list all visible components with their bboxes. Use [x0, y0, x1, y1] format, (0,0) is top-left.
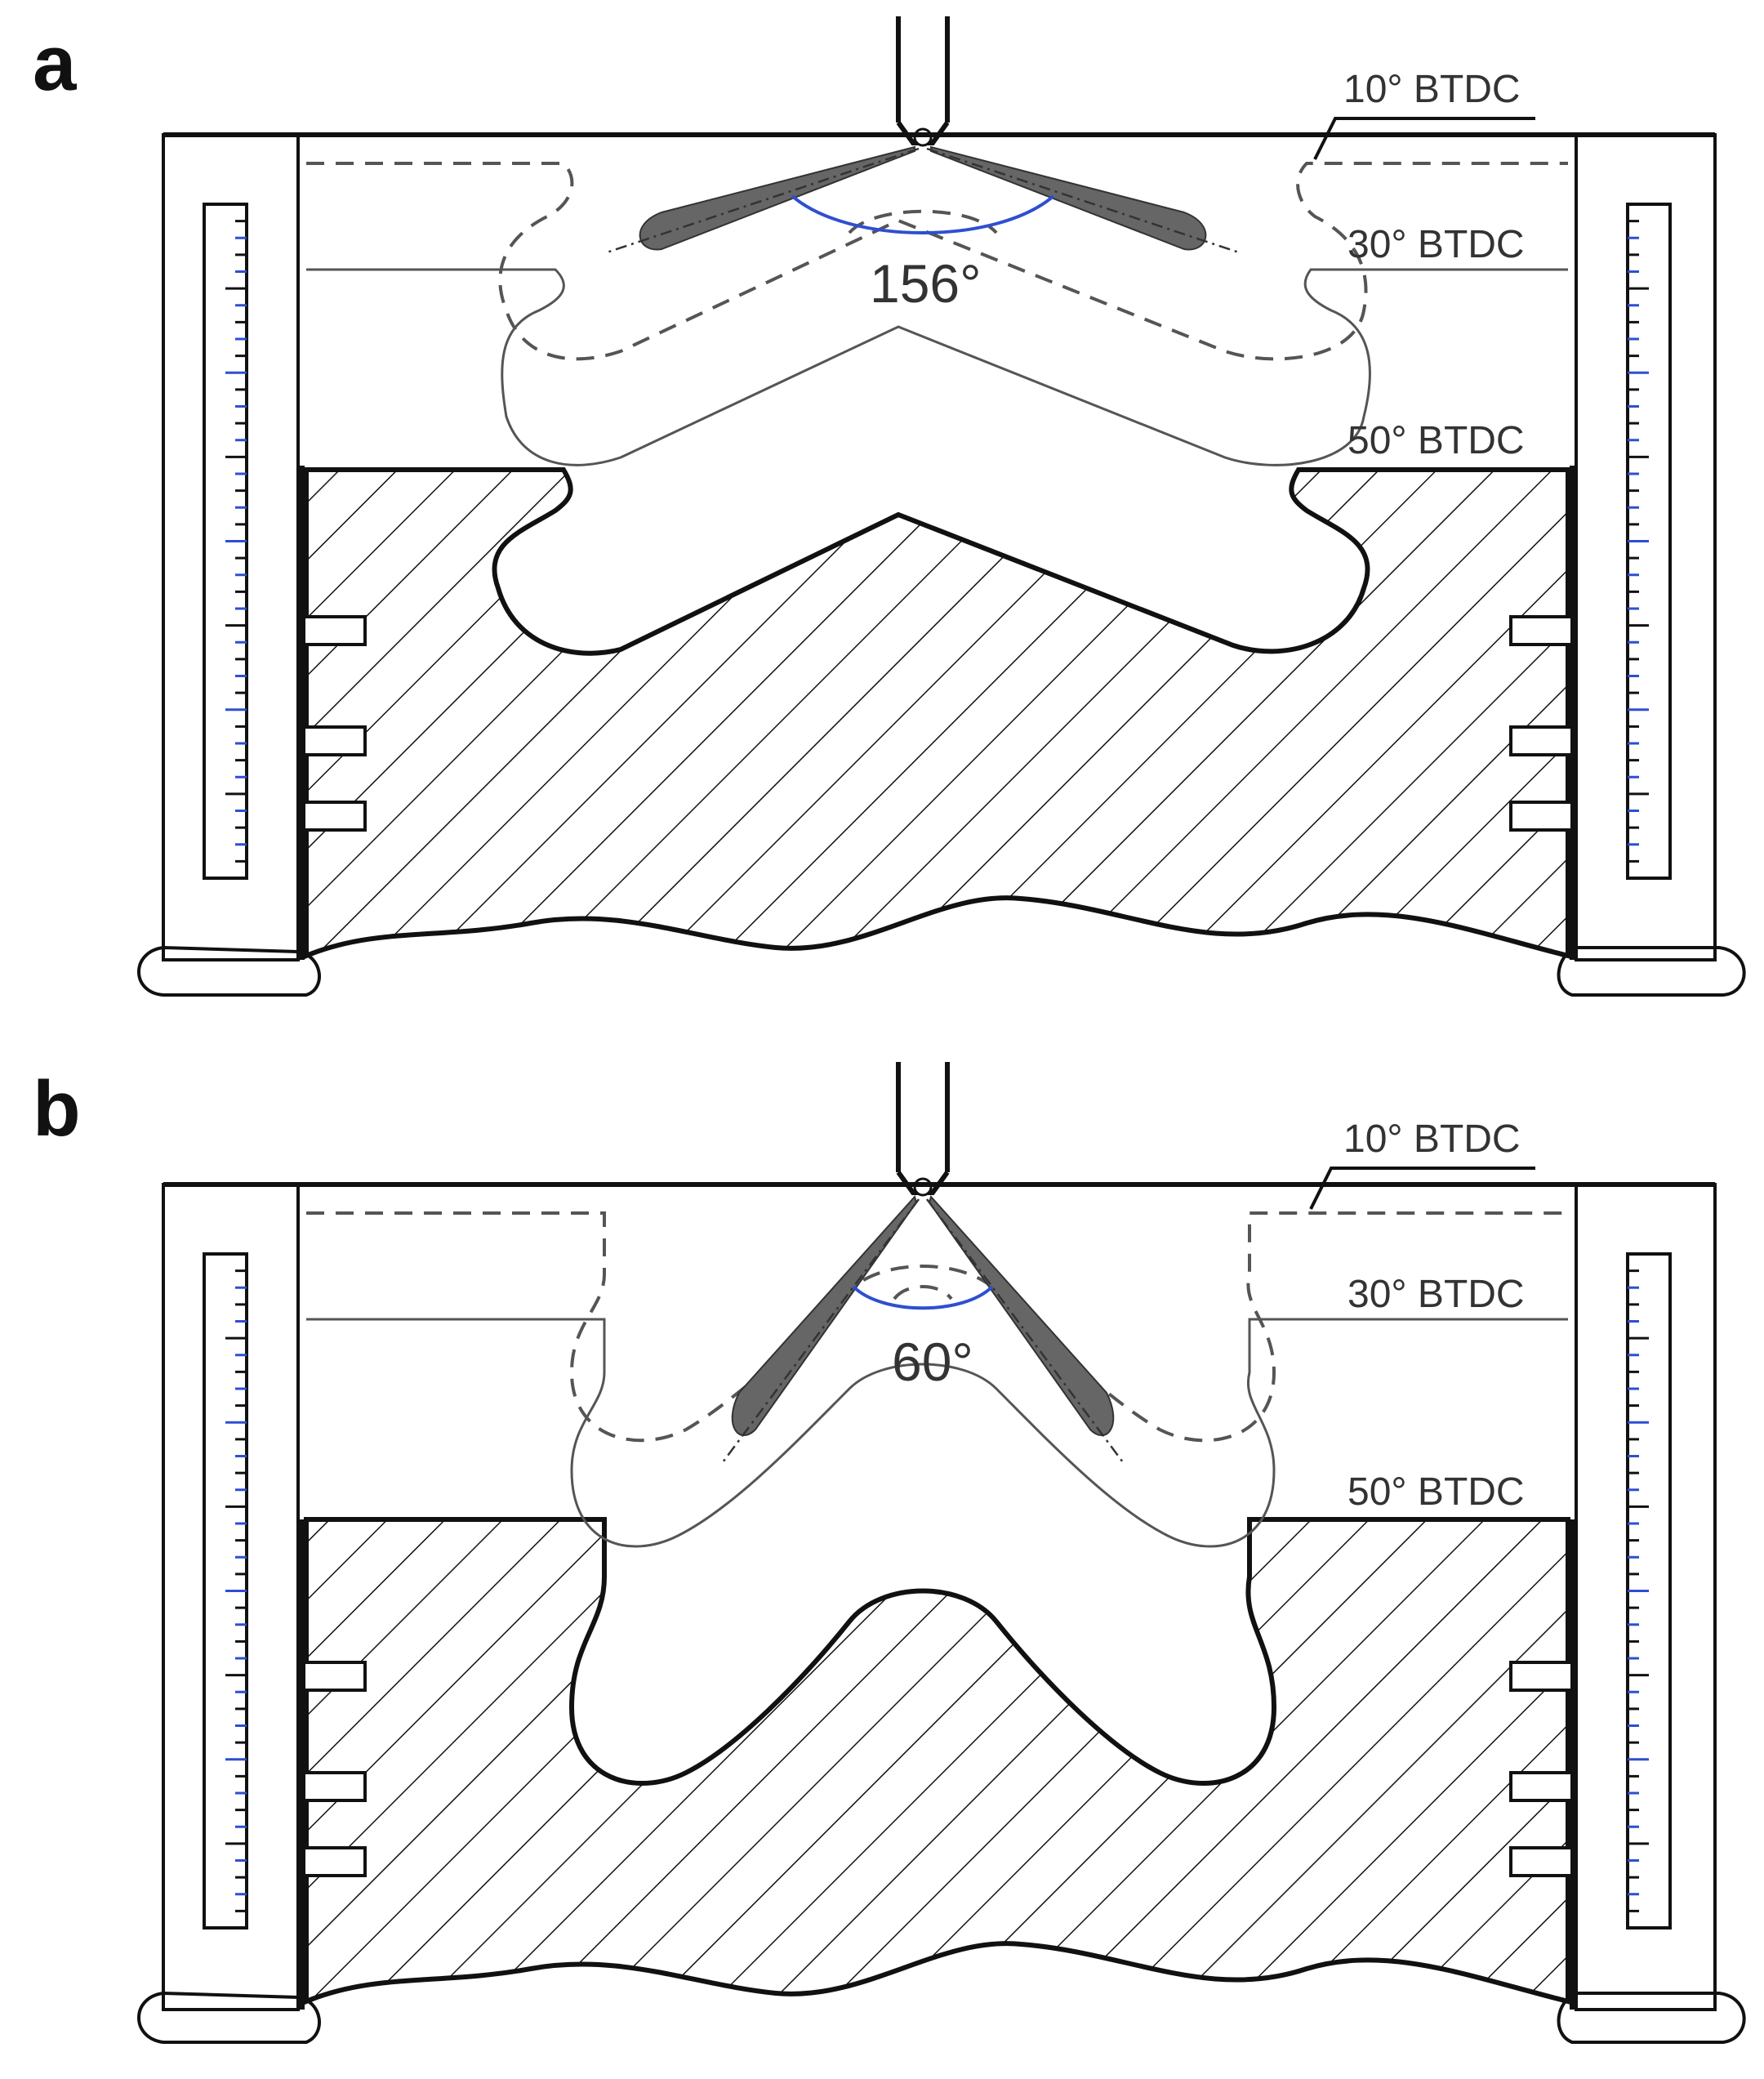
left-liner-wall: [162, 1183, 300, 2011]
panel-letter: b: [33, 1065, 81, 1153]
panel-b: b: [33, 1062, 1746, 2044]
right-liner-wall: [1575, 133, 1717, 961]
crank-label-30btdc: 30° BTDC: [1348, 223, 1525, 266]
panel-letter: a: [33, 20, 77, 107]
piston-center-dash: [848, 209, 998, 234]
injector-nozzle: [896, 16, 950, 145]
spray-axis-right: [925, 1198, 1125, 1463]
left-foot: [137, 1991, 321, 2044]
right-liner-wall: [1575, 1183, 1717, 2011]
crank-label-10btdc: 10° BTDC: [1343, 1118, 1521, 1161]
spray-plume-left: [731, 1194, 918, 1436]
spray-plume-left: [639, 145, 915, 251]
crank-label-30btdc: 30° BTDC: [1348, 1273, 1525, 1316]
spray-plume-right: [930, 145, 1207, 251]
left-scale: [203, 1252, 248, 1930]
spray-angle-arc: [791, 194, 1055, 234]
left-scale: [203, 203, 248, 880]
spray-angle-arc: [852, 1285, 994, 1310]
piston-outline-50btdc: [306, 268, 1568, 466]
spray-axis-left: [604, 147, 920, 255]
piston-rings-left: [302, 1661, 367, 1877]
piston-center-dash: [893, 1285, 953, 1300]
piston-outline-30btdc: [306, 1211, 1568, 1443]
crank-label-10btdc: 10° BTDC: [1343, 68, 1521, 111]
leader-line-10btdc: [1309, 1167, 1535, 1210]
right-scale: [1626, 1252, 1672, 1930]
spray-angle-label: 156°: [870, 253, 982, 314]
right-foot: [1557, 946, 1746, 997]
right-scale: [1626, 203, 1672, 880]
spray-axis-right: [926, 147, 1242, 255]
piston-outline-30btdc: [306, 162, 1568, 361]
piston-rings-right: [1509, 1661, 1574, 1877]
panel-a: a: [33, 16, 1746, 997]
crank-label-50btdc: 50° BTDC: [1348, 1470, 1525, 1514]
spray-plume-right: [928, 1194, 1115, 1436]
spray-angle-label: 60°: [892, 1332, 973, 1392]
piston-rings-right: [1509, 615, 1574, 832]
piston-outline-50btdc: [306, 1318, 1568, 1548]
left-liner-wall: [162, 133, 300, 961]
left-foot: [137, 945, 321, 997]
piston-crown: [304, 1517, 1570, 2005]
piston-rings-left: [302, 615, 367, 832]
crank-label-50btdc: 50° BTDC: [1348, 419, 1525, 462]
piston-crown: [304, 467, 1570, 960]
spray-axis-left: [721, 1198, 920, 1463]
leader-line-10btdc: [1313, 117, 1535, 160]
injector-nozzle: [896, 1062, 950, 1195]
right-foot: [1557, 1992, 1746, 2044]
